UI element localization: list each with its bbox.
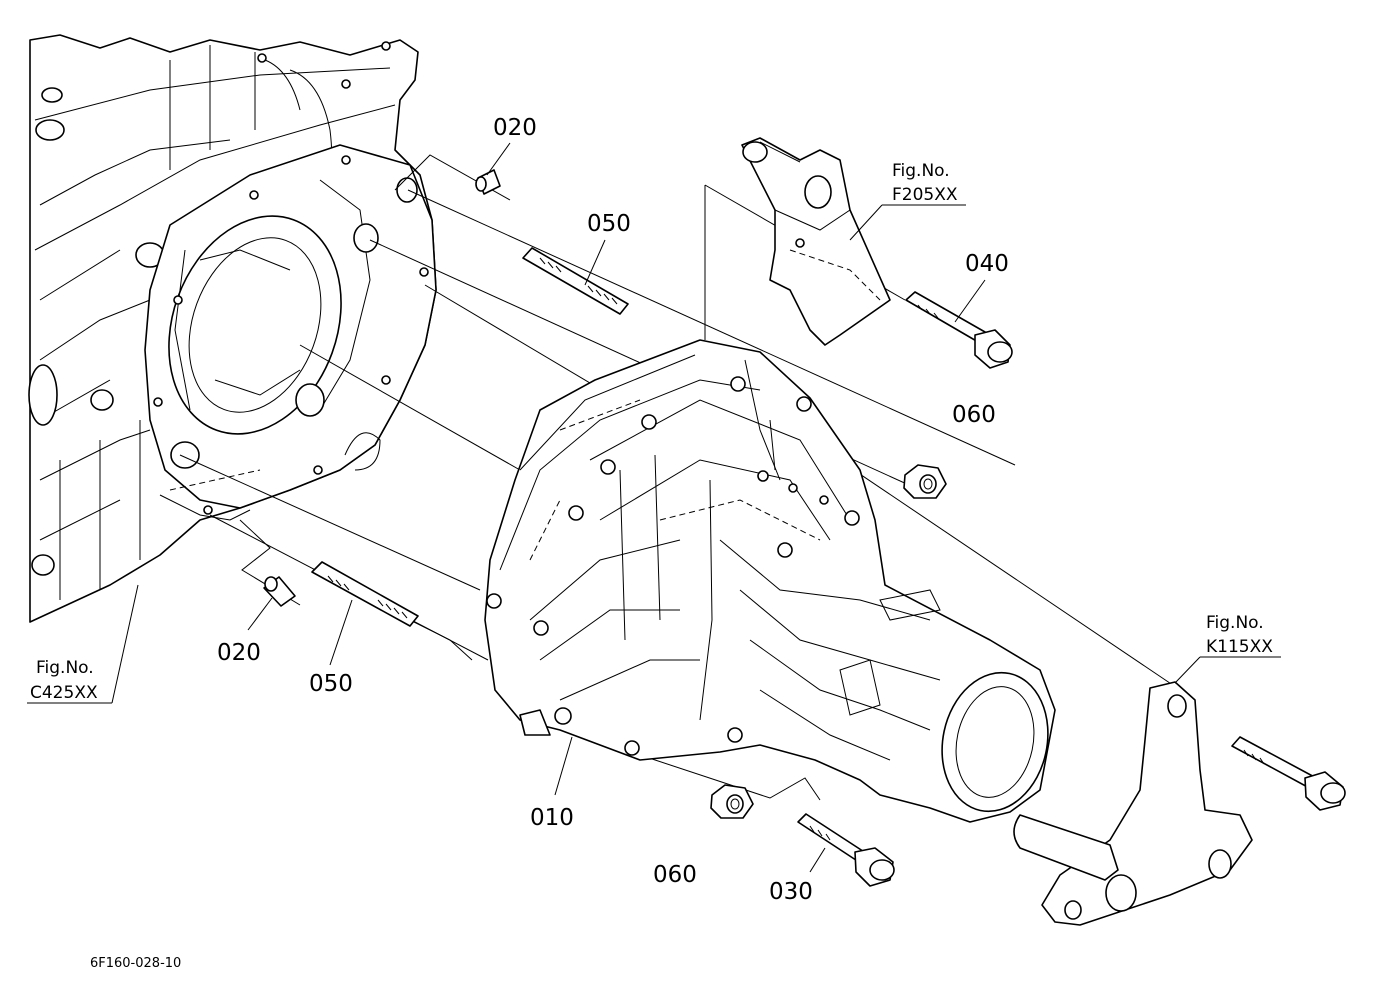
figure-ref-f205: Fig.No. F205XX xyxy=(892,161,958,205)
callout-050-bottom: 050 xyxy=(309,671,353,697)
stud-050-bottom xyxy=(311,561,419,627)
fig-label: Fig.No. xyxy=(36,658,94,678)
callout-060-bottom: 060 xyxy=(653,862,697,888)
nut-060-right xyxy=(903,464,947,499)
figure-ref-k115: Fig.No. K115XX xyxy=(1206,613,1273,657)
bolt-040 xyxy=(905,291,1013,369)
rear-bracket xyxy=(1013,681,1253,926)
bolt-030 xyxy=(797,813,895,887)
callout-040: 040 xyxy=(965,251,1009,277)
fig-number: C425XX xyxy=(30,683,98,703)
callout-060-right: 060 xyxy=(952,402,996,428)
front-bracket xyxy=(741,137,891,346)
callout-leaders xyxy=(27,142,1281,873)
fig-number: K115XX xyxy=(1206,637,1273,657)
fig-label: Fig.No. xyxy=(892,161,950,181)
callout-050-top: 050 xyxy=(587,211,631,237)
callout-020-top: 020 xyxy=(493,115,537,141)
bolt-rear xyxy=(1231,736,1346,811)
fig-number: F205XX xyxy=(892,185,958,205)
diagram-code: 6F160-028-10 xyxy=(90,956,181,971)
figure-ref-c425: Fig.No. C425XX xyxy=(30,658,98,703)
callout-010: 010 xyxy=(530,805,574,831)
stud-050-top xyxy=(522,247,629,315)
pin-020-bottom xyxy=(263,576,296,607)
transmission-case xyxy=(484,339,1056,823)
fig-label: Fig.No. xyxy=(1206,613,1264,633)
callout-labels: 020 050 040 060 020 050 010 060 030 xyxy=(217,115,1009,905)
callout-030: 030 xyxy=(769,879,813,905)
callout-020-bottom: 020 xyxy=(217,640,261,666)
engine-block xyxy=(28,34,437,623)
nut-060-bottom xyxy=(710,784,754,819)
